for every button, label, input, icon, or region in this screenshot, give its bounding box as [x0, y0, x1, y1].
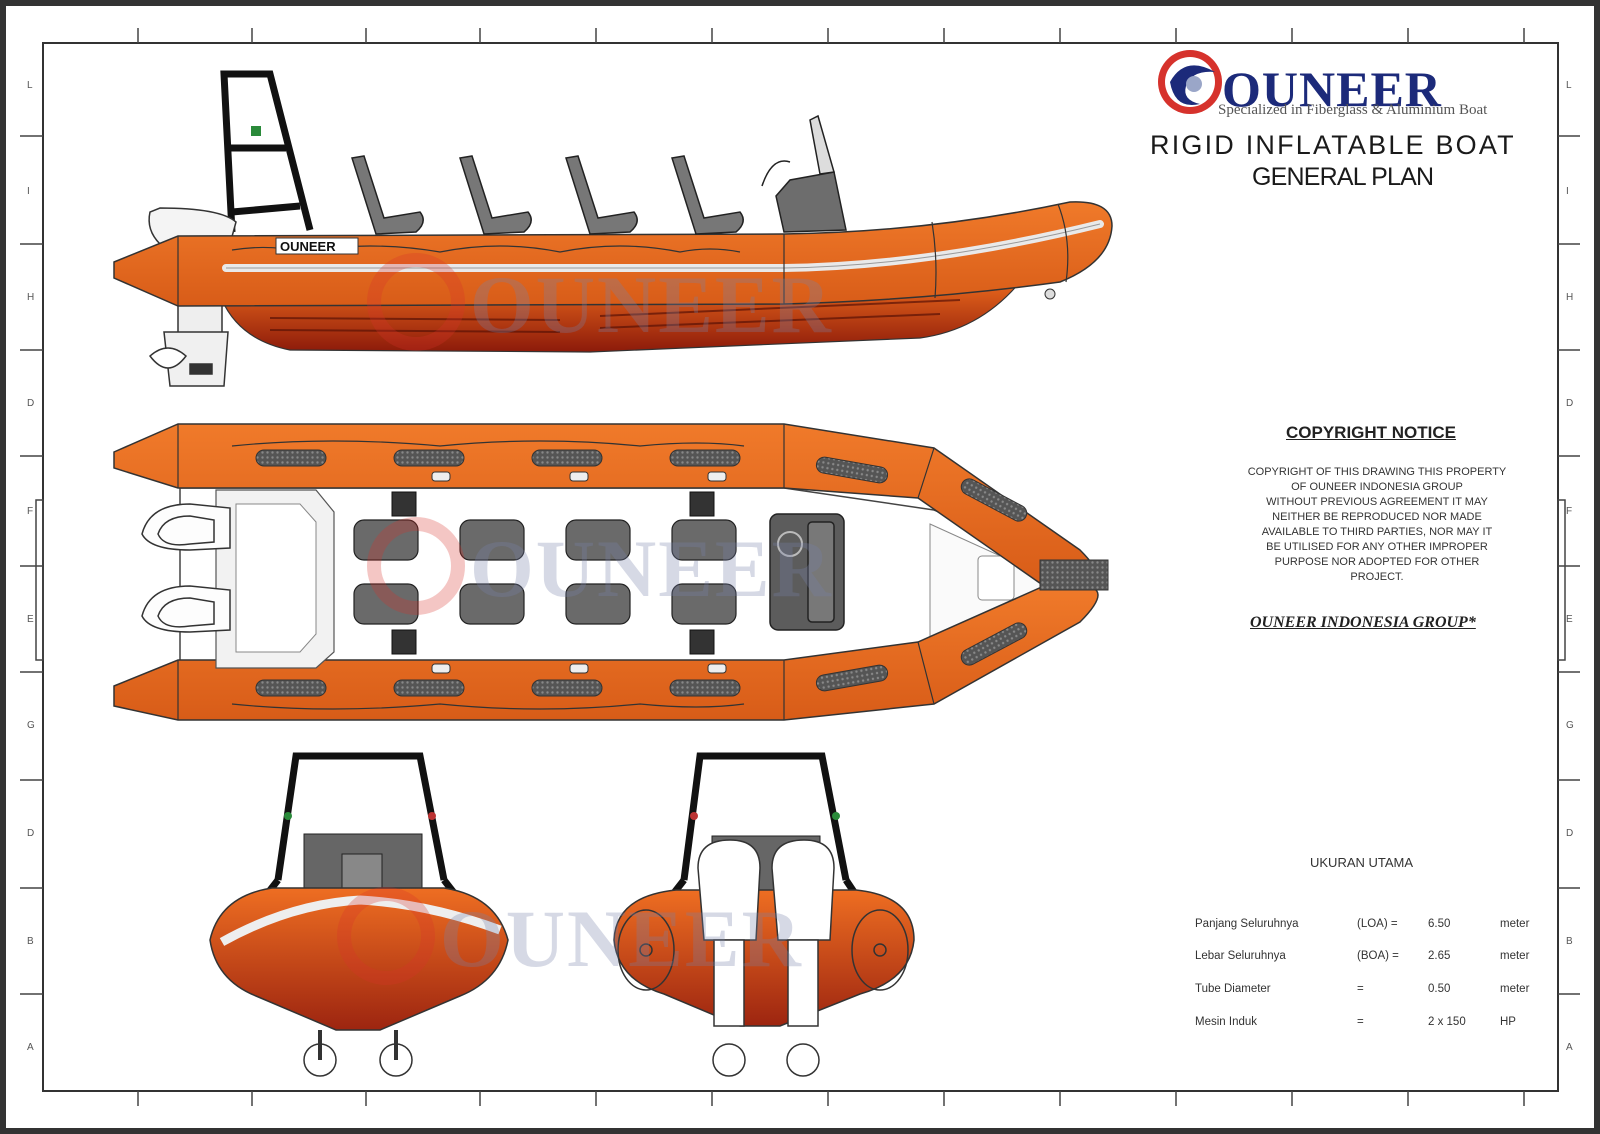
border-letter: G	[1566, 720, 1574, 731]
copyright-line: COPYRIGHT OF THIS DRAWING THIS PROPERTY	[1247, 466, 1507, 478]
copyright-line: PURPOSE NOR ADOPTED FOR OTHER	[1274, 556, 1480, 568]
dimension-row: Tube Diameter = 0.50 meter	[1195, 983, 1535, 999]
plan-view	[113, 423, 1109, 721]
dimension-unit: meter	[1500, 950, 1530, 962]
border-letter: B	[1566, 936, 1573, 947]
dimension-unit: HP	[1500, 1016, 1516, 1028]
border-letters-left: L I H D F E G D B A	[27, 80, 35, 1053]
dimension-value: 0.50	[1428, 983, 1451, 995]
engines-rear	[697, 839, 835, 1077]
post-bases	[391, 491, 715, 655]
drawing-title: RIGID INFLATABLE BOAT	[1150, 130, 1516, 160]
border-letter: L	[1566, 80, 1572, 91]
brand-name: OUNEER	[1222, 61, 1442, 117]
steering-wheel-icon	[777, 531, 803, 557]
copyright-line: PROJECT.	[1350, 571, 1404, 583]
watermark-brand: OUNEER	[440, 893, 803, 984]
border-letters-right: L I H D F E G D B A	[1566, 80, 1574, 1053]
dimension-code: (BOA) =	[1357, 950, 1399, 962]
copyright-group: OUNEER INDONESIA GROUP*	[1250, 614, 1476, 631]
rear-view	[613, 752, 915, 1077]
nav-light-icon	[251, 126, 261, 136]
dimension-value: 2.65	[1428, 950, 1451, 962]
dimension-row: Lebar Seluruhnya (BOA) = 2.65 meter	[1195, 950, 1535, 966]
copyright-line: OF OUNEER INDONESIA GROUP	[1291, 481, 1463, 493]
border-letter: D	[27, 828, 34, 839]
copyright-line: WITHOUT PREVIOUS AGREEMENT IT MAY	[1266, 496, 1488, 508]
nav-light-icon	[428, 812, 436, 820]
dimension-label: Mesin Induk	[1195, 1016, 1258, 1028]
copyright-heading: COPYRIGHT NOTICE	[1286, 423, 1457, 442]
front-hull	[209, 887, 509, 1031]
bow-fitting	[1044, 288, 1056, 300]
border-letter: B	[27, 936, 34, 947]
border-ticks	[20, 28, 1580, 1106]
dimension-code: (LOA) =	[1357, 918, 1398, 930]
seats-side	[351, 155, 744, 235]
dimensions-heading: UKURAN UTAMA	[1310, 855, 1414, 870]
dimension-code: =	[1357, 983, 1364, 995]
rear-hull	[613, 889, 915, 1027]
border-letter: F	[27, 506, 33, 517]
border-letter: A	[27, 1042, 34, 1053]
lifting-rings	[431, 471, 727, 674]
watermark-logos	[337, 253, 465, 985]
border-letter: H	[27, 292, 34, 303]
dimension-unit: meter	[1500, 983, 1530, 995]
copyright-body: COPYRIGHT OF THIS DRAWING THIS PROPERTY …	[1222, 465, 1532, 585]
mesh-pads	[255, 449, 1109, 697]
border-letter: D	[1566, 828, 1573, 839]
dimension-value: 2 x 150	[1428, 1016, 1466, 1028]
border-letter: I	[27, 186, 30, 197]
seats-top	[353, 519, 737, 625]
dimension-row: Panjang Seluruhnya (LOA) = 6.50 meter	[1195, 918, 1535, 934]
border-letter: D	[27, 398, 34, 409]
border-letter: E	[27, 614, 34, 625]
border-letter: E	[1566, 614, 1573, 625]
nav-light-icon	[690, 812, 698, 820]
border-letter: F	[1566, 506, 1572, 517]
dimension-unit: meter	[1500, 918, 1530, 930]
border-letter: L	[27, 80, 33, 91]
nav-light-icon	[284, 812, 292, 820]
console-top	[769, 513, 845, 631]
border-letter: G	[27, 720, 35, 731]
copyright-line: BE UTILISED FOR ANY OTHER IMPROPER	[1266, 541, 1488, 553]
dimension-row: Mesin Induk = 2 x 150 HP	[1195, 1016, 1535, 1032]
nav-light-icon	[832, 812, 840, 820]
brand-tagline: Specialized in Fiberglass & Aluminium Bo…	[1218, 102, 1488, 118]
hull-label-text: OUNEER	[280, 239, 336, 254]
dimension-label: Panjang Seluruhnya	[1195, 918, 1299, 930]
dimension-value: 6.50	[1428, 918, 1451, 930]
front-view	[209, 752, 509, 1077]
drawing-subtitle: GENERAL PLAN	[1252, 163, 1434, 191]
dimension-code: =	[1357, 1016, 1364, 1028]
copyright-line: AVAILABLE TO THIRD PARTIES, NOR MAY IT	[1261, 526, 1493, 538]
side-tube	[113, 201, 1113, 307]
hull-label	[275, 237, 359, 255]
watermark-brand: OUNEER	[470, 259, 833, 350]
watermark-brand: OUNEER	[470, 523, 833, 614]
engines-top	[141, 503, 231, 633]
t-top-frame	[220, 70, 314, 233]
copyright-line: NEITHER BE REPRODUCED NOR MADE	[1272, 511, 1482, 523]
dimension-label: Lebar Seluruhnya	[1195, 950, 1286, 962]
brand-logo-icon	[1158, 50, 1222, 114]
border-letter: H	[1566, 292, 1573, 303]
border-letter: I	[1566, 186, 1569, 197]
border-letter: A	[1566, 1042, 1573, 1053]
dimension-label: Tube Diameter	[1195, 983, 1271, 995]
border-letter: D	[1566, 398, 1573, 409]
side-profile-view: OUNEER	[113, 70, 1113, 387]
console-side	[761, 114, 847, 233]
